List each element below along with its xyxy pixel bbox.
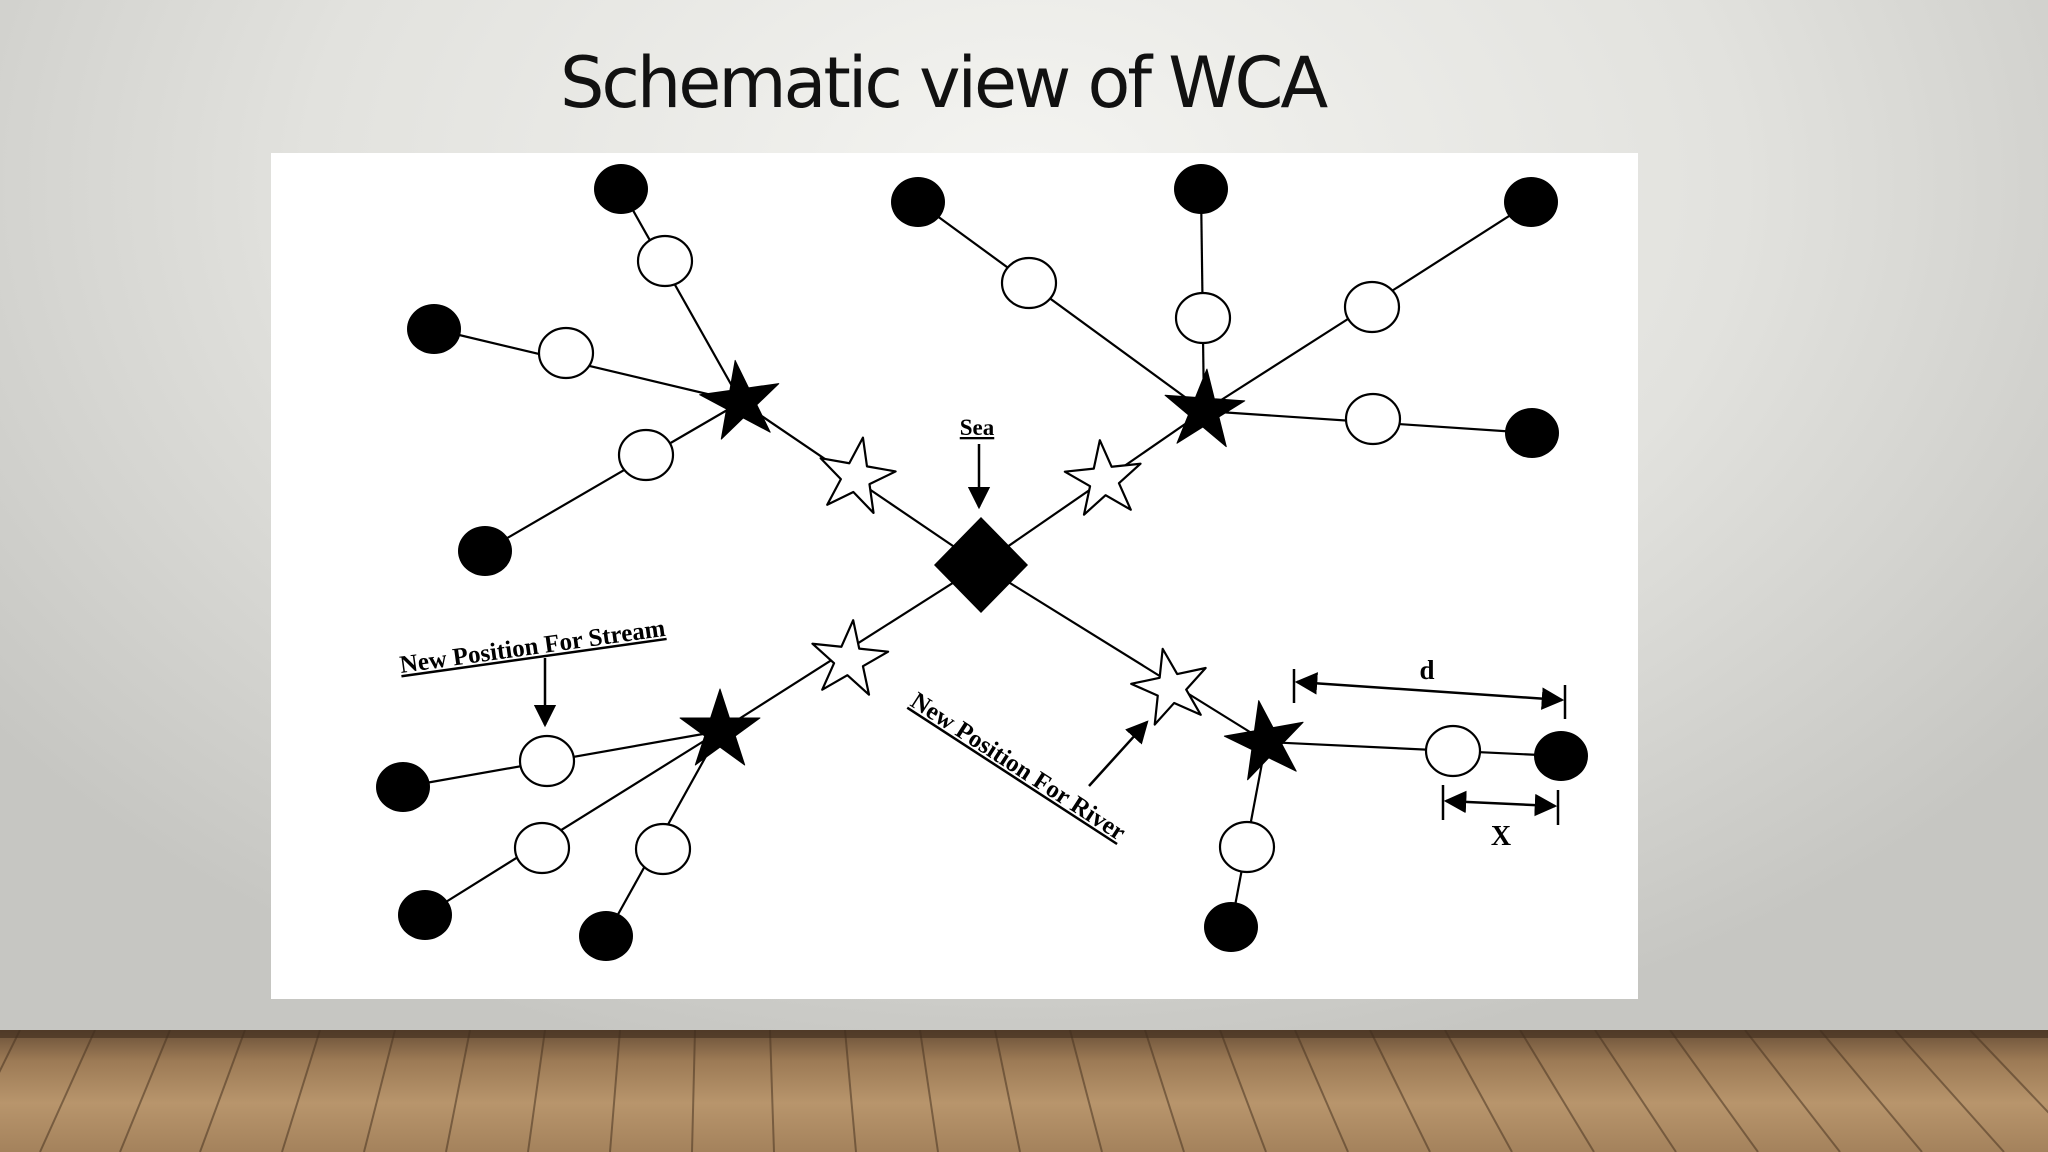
new-stream-circle — [513, 821, 571, 875]
river-star — [680, 689, 760, 765]
wca-diagram: Sea New Position For Stream New Position… — [376, 164, 1588, 961]
river-star — [696, 355, 786, 441]
wooden-floor — [0, 1030, 2048, 1152]
stream-circle — [594, 164, 648, 214]
distance-d-label: d — [1419, 655, 1434, 685]
river-star — [1162, 366, 1247, 447]
floor-planks — [0, 1030, 2048, 1152]
streams — [376, 164, 1588, 961]
stream-circle — [376, 762, 430, 812]
sea-diamond — [934, 517, 1028, 613]
new-stream-circle — [1343, 280, 1401, 334]
new-river-star — [813, 431, 900, 515]
rivers — [680, 355, 1311, 783]
new-stream-circle — [537, 326, 595, 380]
stream-new-position-label: New Position For Stream — [398, 615, 667, 679]
new-stream-circle — [1218, 820, 1276, 874]
step-x-dimension — [1441, 785, 1560, 825]
new-stream-circle — [634, 822, 692, 876]
new-stream-circle — [1344, 392, 1402, 446]
step-x-label: X — [1491, 821, 1511, 852]
new-river-positions — [808, 431, 1215, 728]
new-stream-circle — [636, 234, 694, 288]
stream-circle — [398, 890, 452, 940]
new-river-star — [1125, 641, 1214, 728]
new-stream-circle — [518, 734, 576, 788]
river-new-position-arrow — [1088, 720, 1149, 787]
stream-circle — [1204, 902, 1258, 952]
new-stream-circle — [1000, 256, 1058, 310]
stream-circle — [1174, 164, 1228, 214]
stream-circle — [407, 304, 461, 354]
new-stream-circle — [1424, 724, 1482, 778]
new-stream-circle — [1174, 291, 1232, 345]
stream-circle — [579, 911, 633, 961]
stream-circle — [891, 177, 945, 227]
distance-d-dimension — [1292, 669, 1567, 719]
sea-label: Sea — [960, 415, 995, 440]
slide-title: Schematic view of WCA — [560, 42, 1328, 124]
stream-circle — [1505, 408, 1559, 458]
new-river-star — [1062, 436, 1145, 516]
new-stream-circle — [617, 428, 675, 482]
stream-circle — [1504, 177, 1558, 227]
stream-circle — [458, 526, 512, 576]
new-river-star — [808, 616, 891, 696]
river-star — [1219, 694, 1311, 783]
stream-circle — [1534, 731, 1588, 781]
river-new-position-label: New Position For River — [906, 687, 1131, 846]
new-stream-positions — [513, 234, 1482, 876]
wca-schematic-figure: Sea New Position For Stream New Position… — [271, 153, 1638, 999]
